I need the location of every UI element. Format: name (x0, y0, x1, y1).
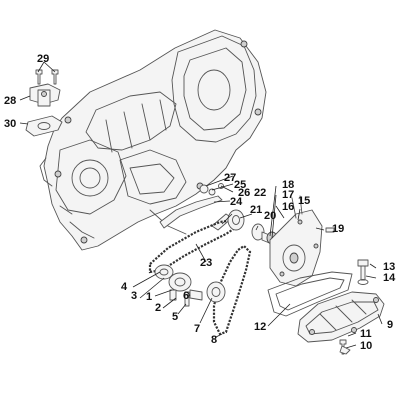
callout-5: 5 (172, 311, 178, 323)
callout-11: 11 (360, 328, 372, 340)
callout-9: 9 (387, 319, 393, 331)
callout-27: 27 (224, 172, 236, 184)
callout-23: 23 (200, 257, 212, 269)
leader-lines (19, 61, 383, 349)
callout-14: 14 (383, 272, 396, 284)
oil-dipstick (357, 259, 369, 285)
callout-2: 2 (155, 302, 161, 314)
callout-12: 12 (254, 321, 266, 333)
sump-bolts (339, 339, 351, 355)
callout-16: 16 (282, 201, 294, 213)
tensioner-gasket (25, 115, 63, 137)
callout-4: 4 (121, 281, 128, 293)
callout-labels: 29 28 30 27 25 26 22 24 21 20 18 17 15 1… (4, 53, 396, 352)
callout-18: 18 (282, 179, 294, 191)
callout-24: 24 (230, 196, 243, 208)
pump-cover (269, 209, 323, 287)
chain-guide-upper (159, 195, 223, 229)
callout-6: 6 (183, 290, 189, 302)
callout-26: 26 (238, 187, 250, 199)
callout-1: 1 (146, 291, 152, 303)
callout-29: 29 (37, 53, 49, 65)
chain-guide-pivot-parts (199, 183, 224, 196)
callout-8: 8 (211, 334, 217, 346)
oil-pump-chain (212, 244, 252, 336)
pump-sprocket (227, 209, 245, 231)
sump-gasket (267, 271, 353, 317)
callout-20: 20 (264, 210, 276, 222)
callout-28: 28 (4, 95, 16, 107)
callout-3: 3 (131, 290, 137, 302)
callout-7: 7 (194, 323, 200, 335)
drive-sprocket-assembly (154, 264, 226, 307)
callout-17: 17 (282, 189, 294, 201)
callout-21: 21 (250, 204, 262, 216)
oil-sump-cover (297, 291, 385, 343)
callout-13: 13 (383, 261, 395, 273)
drive-chain-upper (148, 218, 240, 274)
callout-19: 19 (332, 223, 344, 235)
tensioner-bracket (29, 83, 61, 107)
callout-25: 25 (234, 179, 246, 191)
callout-10: 10 (360, 340, 372, 352)
bracket-bolts (35, 69, 59, 85)
pump-screws (291, 195, 335, 233)
callout-30: 30 (4, 118, 16, 130)
callout-22: 22 (254, 187, 266, 199)
engine-crankcase (39, 29, 267, 251)
callout-15: 15 (298, 195, 310, 207)
